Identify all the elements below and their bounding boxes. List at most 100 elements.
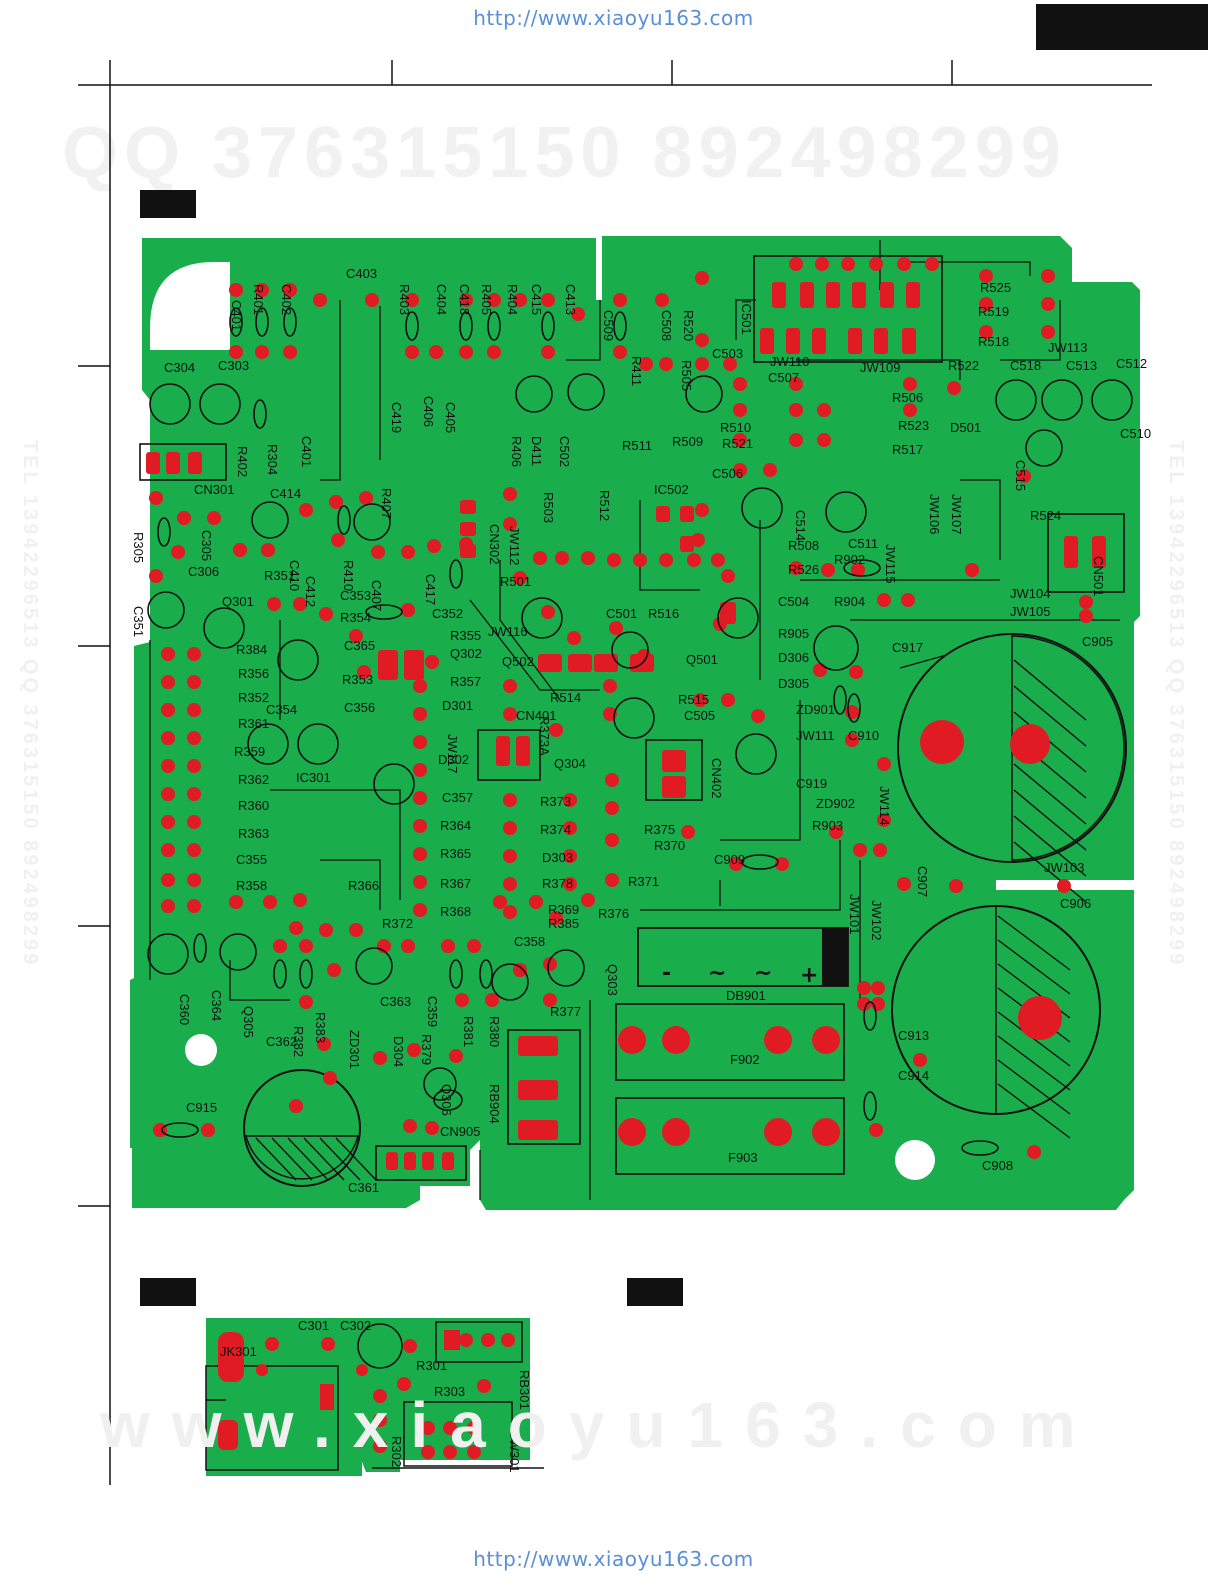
pad bbox=[541, 293, 555, 307]
component-label: F902 bbox=[730, 1052, 760, 1067]
capacitor-c361-main bbox=[243, 1069, 361, 1187]
pad bbox=[571, 307, 585, 321]
component-label: R519 bbox=[978, 304, 1009, 319]
component-label: Q303 bbox=[605, 964, 620, 996]
component-label: IC502 bbox=[654, 482, 689, 497]
relay-rb904-box bbox=[507, 1029, 581, 1145]
pad-large bbox=[618, 1118, 646, 1146]
component-label: R369 bbox=[548, 902, 579, 917]
pad bbox=[853, 843, 867, 857]
component-label: R512 bbox=[597, 490, 612, 521]
trace bbox=[796, 359, 961, 380]
pad bbox=[329, 495, 343, 509]
component-label: C413 bbox=[563, 284, 578, 315]
component-label: R355 bbox=[450, 628, 481, 643]
pad bbox=[371, 545, 385, 559]
component-label: C914 bbox=[898, 1068, 929, 1083]
pad bbox=[299, 503, 313, 517]
pad bbox=[403, 1119, 417, 1133]
pad bbox=[187, 843, 201, 857]
component-label: CN402 bbox=[709, 758, 724, 798]
hatch-line bbox=[335, 1137, 377, 1181]
pad bbox=[1041, 297, 1055, 311]
pad bbox=[503, 821, 517, 835]
component-label: R366 bbox=[348, 878, 379, 893]
component-label: JW115 bbox=[883, 544, 898, 584]
rectifier-ac-1: ~ bbox=[708, 961, 726, 986]
fuse-f903-box bbox=[615, 1097, 845, 1175]
component-label: JW103 bbox=[1044, 860, 1084, 875]
component-label: R385 bbox=[548, 916, 579, 931]
component-label: R351 bbox=[264, 568, 295, 583]
component-label: Q301 bbox=[222, 594, 254, 609]
pad bbox=[857, 981, 871, 995]
pad bbox=[979, 297, 993, 311]
component-label: R521 bbox=[722, 436, 753, 451]
component-label: C360 bbox=[177, 994, 192, 1025]
pad-large bbox=[618, 1026, 646, 1054]
component-label: R505 bbox=[679, 360, 694, 391]
component-label: JW101 bbox=[847, 894, 862, 934]
pad bbox=[161, 731, 175, 745]
pad bbox=[373, 1051, 387, 1065]
pad bbox=[1079, 595, 1093, 609]
pad-rect bbox=[518, 1036, 558, 1056]
component-label: Q305 bbox=[241, 1006, 256, 1038]
trace bbox=[1000, 300, 1061, 361]
pad bbox=[373, 1413, 387, 1427]
component-label: C302 bbox=[340, 1318, 371, 1333]
pad bbox=[581, 551, 595, 565]
pad bbox=[357, 665, 371, 679]
pad-rect bbox=[786, 328, 800, 354]
pad bbox=[467, 1445, 481, 1459]
pad bbox=[161, 759, 175, 773]
hatch-line bbox=[997, 1035, 1071, 1091]
component-label: JK301 bbox=[220, 1344, 257, 1359]
pad bbox=[549, 723, 563, 737]
component-outline bbox=[1025, 429, 1063, 467]
pad bbox=[849, 665, 863, 679]
component-label: JW113 bbox=[1048, 340, 1088, 355]
pad bbox=[373, 1439, 387, 1453]
pad bbox=[467, 939, 481, 953]
component-label: C405 bbox=[443, 402, 458, 433]
pad bbox=[763, 463, 777, 477]
pad bbox=[695, 333, 709, 347]
component-label: C908 bbox=[982, 1158, 1013, 1173]
source-url-top[interactable]: http://www.xiaoyu163.com bbox=[473, 6, 754, 30]
pad bbox=[813, 663, 827, 677]
hatch-line bbox=[303, 1137, 345, 1181]
component-label: C513 bbox=[1066, 358, 1097, 373]
pad bbox=[903, 377, 917, 391]
component-label: R358 bbox=[236, 878, 267, 893]
pad-rect bbox=[404, 1152, 416, 1170]
pad bbox=[817, 433, 831, 447]
component-label: JW109 bbox=[860, 360, 900, 375]
pad bbox=[901, 593, 915, 607]
component-label: R524 bbox=[1030, 508, 1061, 523]
component-label: D304 bbox=[391, 1036, 406, 1067]
component-label: C501 bbox=[606, 606, 637, 621]
component-label: R376 bbox=[598, 906, 629, 921]
source-url-bottom[interactable]: http://www.xiaoyu163.com bbox=[473, 1547, 754, 1571]
pad bbox=[299, 995, 313, 1009]
component-label: C358 bbox=[514, 934, 545, 949]
watermark-side-right: TEL 13942296513 QQ 376315150 892498299 bbox=[1165, 440, 1187, 968]
pad bbox=[265, 1337, 279, 1351]
component-label: C418 bbox=[457, 284, 472, 315]
component-label: C306 bbox=[188, 564, 219, 579]
pad bbox=[613, 293, 627, 307]
pad bbox=[171, 545, 185, 559]
rectifier-tab bbox=[822, 928, 848, 986]
pad bbox=[161, 873, 175, 887]
pad-rect bbox=[594, 654, 618, 672]
component-label: R356 bbox=[238, 666, 269, 681]
solder-pads bbox=[146, 257, 1106, 1170]
component-label: R903 bbox=[812, 818, 843, 833]
pad bbox=[533, 551, 547, 565]
pad bbox=[161, 843, 175, 857]
pad bbox=[851, 563, 865, 577]
pad bbox=[897, 257, 911, 271]
pad bbox=[313, 293, 327, 307]
pad bbox=[897, 877, 911, 891]
